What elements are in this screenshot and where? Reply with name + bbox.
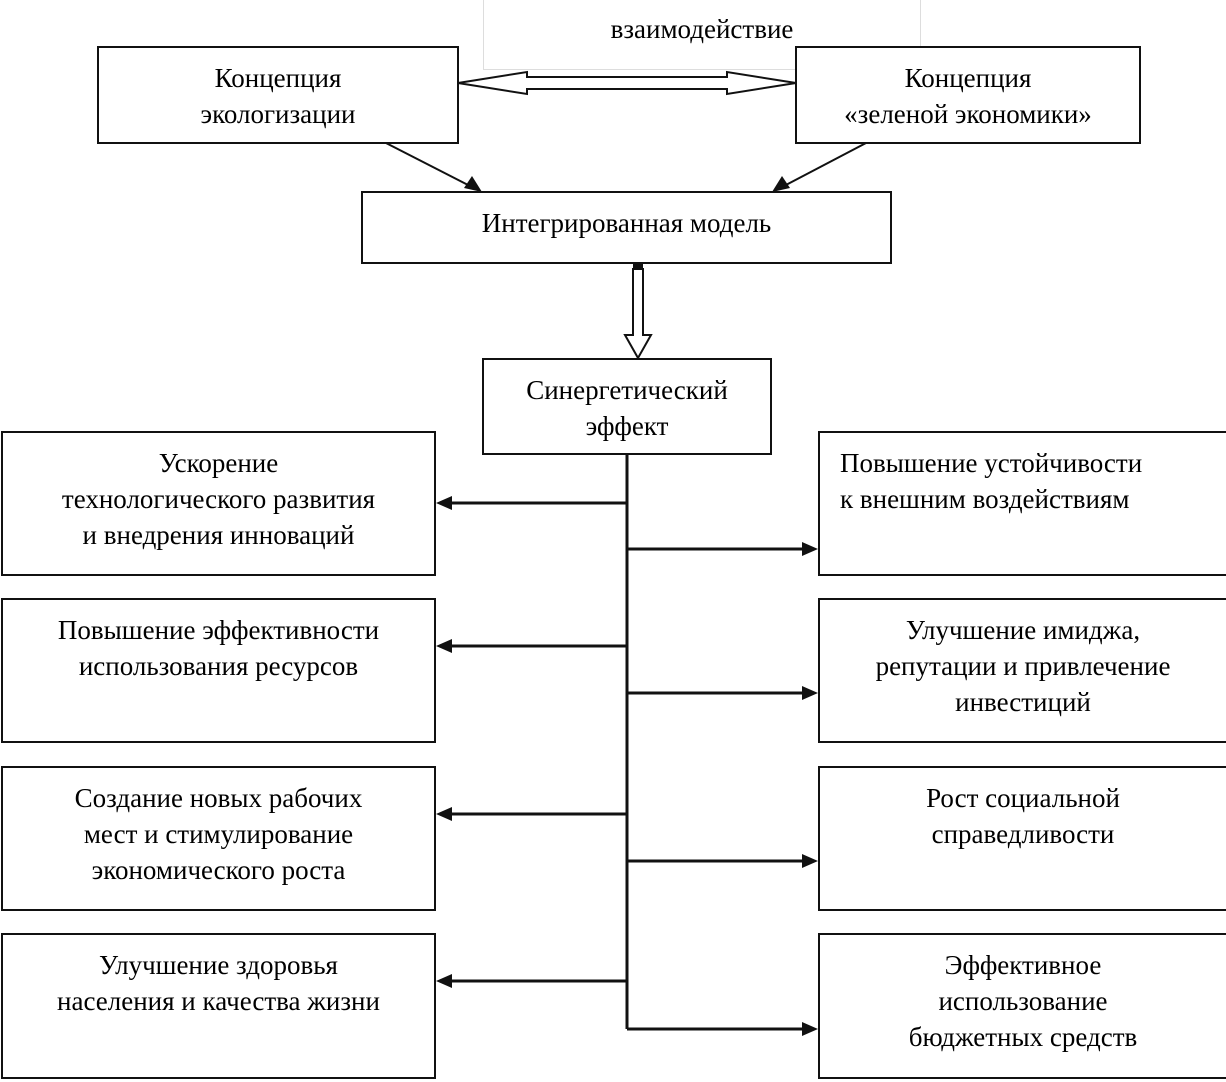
box-text-line: Интегрированная модель: [481, 208, 772, 238]
box-text-line: Концепция: [214, 63, 342, 93]
effect-box-right-1: Повышение устойчивости к внешним воздейс…: [818, 431, 1226, 576]
effect-box-right-3: Рост социальной справедливости: [818, 766, 1226, 911]
box-text-line: Синергетический: [526, 375, 728, 405]
arrow-left-to-integrated: [385, 142, 471, 187]
box-text-line: Повышение устойчивости: [840, 448, 1143, 478]
box-text-line: «зеленой экономики»: [844, 99, 1092, 129]
box-text-line: населения и качества жизни: [57, 986, 380, 1016]
effect-box-right-4: Эффективное использование бюджетных сред…: [818, 933, 1226, 1079]
synergy-effect-box: Синергетический эффект: [482, 358, 772, 455]
box-text-line: эффект: [585, 411, 669, 441]
box-text-line: Создание новых рабочих: [74, 783, 363, 813]
effect-box-left-4: Улучшение здоровья населения и качества …: [1, 933, 436, 1079]
box-text-line: технологического развития: [61, 484, 376, 514]
box-text-line: Ускорение: [158, 448, 279, 478]
box-text-line: мест и стимулирование: [83, 819, 354, 849]
box-text-line: Эффективное: [944, 950, 1102, 980]
arrowhead-icon: [772, 176, 790, 192]
box-text-line: экологизации: [200, 99, 356, 129]
box-text-line: использование: [938, 986, 1108, 1016]
arrowhead-left-icon: [436, 639, 452, 653]
arrowhead-left-icon: [436, 496, 452, 510]
box-text-line: экономического роста: [91, 855, 346, 885]
box-text-line: Концепция: [904, 63, 1032, 93]
box-text-line: Повышение эффективности: [57, 615, 380, 645]
concept-green-economy-box: Концепция «зеленой экономики»: [795, 46, 1141, 144]
arrowhead-right-icon: [802, 1022, 818, 1036]
box-text-line: Улучшение здоровья: [99, 950, 338, 980]
effect-box-left-3: Создание новых рабочих мест и стимулиров…: [1, 766, 436, 911]
arrowhead-icon: [464, 176, 482, 192]
interaction-label: взаимодействие: [483, 0, 921, 70]
box-text-line: справедливости: [931, 819, 1115, 849]
effect-box-left-2: Повышение эффективности использования ре…: [1, 598, 436, 743]
interaction-double-arrow: [457, 70, 797, 96]
box-text-line: Улучшение имиджа,: [905, 615, 1141, 645]
arrowhead-right-icon: [802, 542, 818, 556]
box-text-line: использования ресурсов: [78, 651, 359, 681]
effect-box-right-2: Улучшение имиджа, репутации и привлечени…: [818, 598, 1226, 743]
arrowhead-left-icon: [436, 974, 452, 988]
integrated-model-box: Интегрированная модель: [361, 191, 892, 264]
box-text-line: репутации и привлечение: [875, 651, 1171, 681]
down-arrow-cap: [633, 264, 643, 269]
effect-box-left-1: Ускорение технологического развития и вн…: [1, 431, 436, 576]
box-text-line: инвестиций: [955, 687, 1091, 717]
arrowhead-left-icon: [436, 807, 452, 821]
box-text-line: и внедрения инноваций: [82, 520, 355, 550]
arrowhead-right-icon: [802, 686, 818, 700]
down-arrow: [623, 268, 653, 361]
concept-ecologization-box: Концепция экологизации: [97, 46, 459, 144]
box-text-line: бюджетных средств: [908, 1022, 1138, 1052]
box-text-line: Рост социальной: [926, 783, 1120, 813]
arrowhead-right-icon: [802, 854, 818, 868]
box-text-line: к внешним воздействиям: [840, 484, 1130, 514]
arrow-right-to-integrated: [783, 142, 867, 187]
